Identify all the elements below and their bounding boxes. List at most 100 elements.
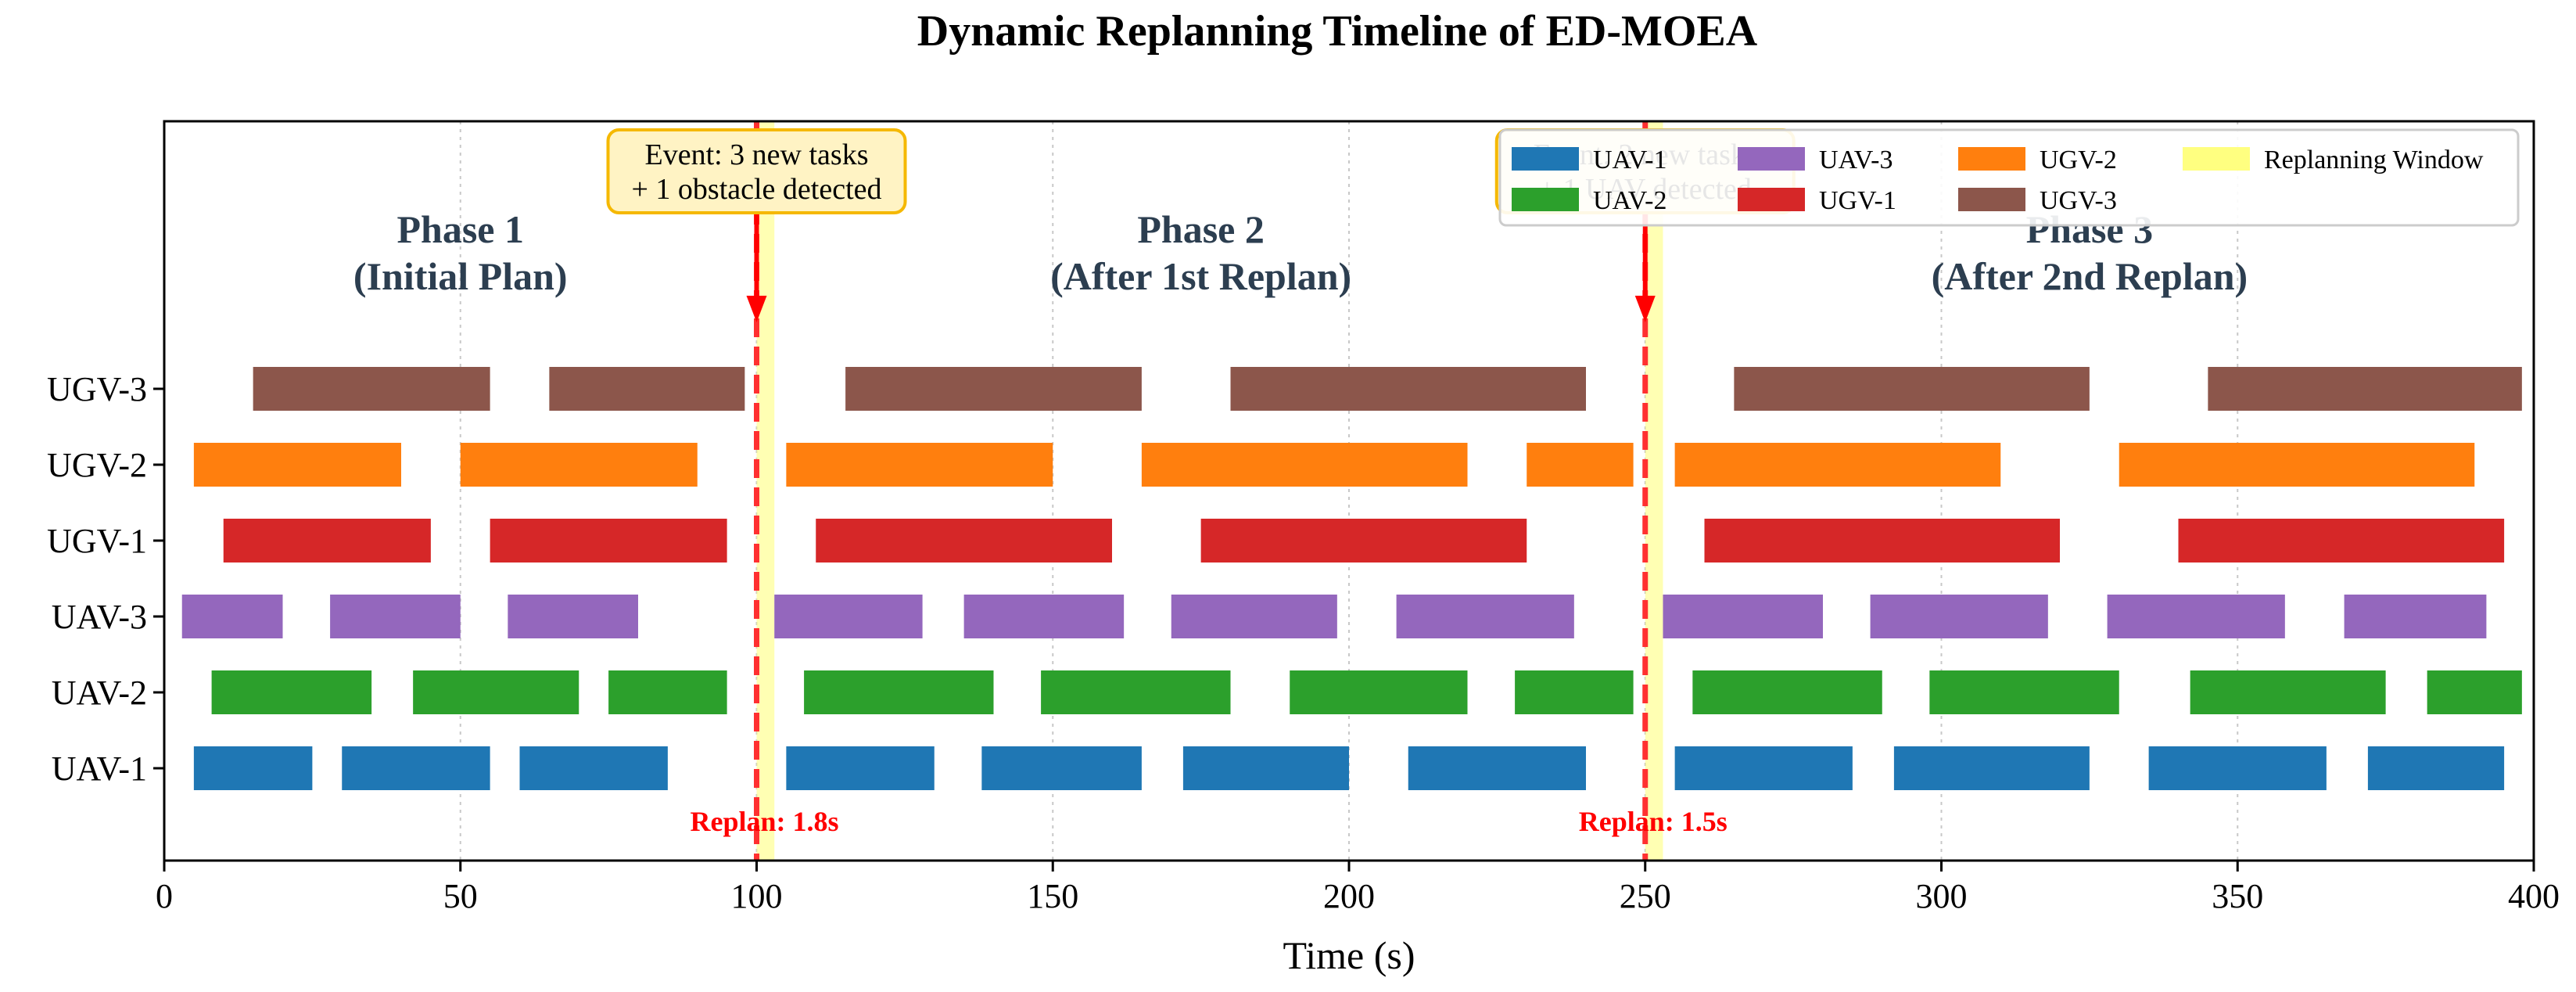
phase-label: Phase 2(After 1st Replan) [1050, 207, 1351, 298]
task-bar [1674, 746, 1853, 790]
event-arrow-head [746, 296, 767, 322]
task-bar [211, 670, 372, 714]
axes: 0 50 100 150 200 250 300 350 400 UAV-1 UAV-2 UAV-3 U… [47, 370, 2560, 915]
task-bar [774, 595, 923, 638]
task-bar [1674, 443, 2001, 487]
task-bar [460, 443, 698, 487]
legend-label: UAV-2 [1593, 186, 1667, 215]
task-bar [1182, 746, 1349, 790]
x-tick-label: 100 [731, 877, 783, 915]
x-tick-label: 0 [156, 877, 173, 915]
legend-label: UAV-3 [1819, 146, 1893, 174]
legend-label: UAV-1 [1593, 146, 1667, 174]
task-bar [2344, 595, 2487, 638]
task-bar [193, 443, 401, 487]
x-axis-label: Time (s) [1283, 933, 1415, 977]
task-bar [1396, 595, 1574, 638]
replan-duration-label: Replan: 1.5s [1579, 806, 1727, 837]
task-bar [845, 367, 1142, 411]
event-box [606, 128, 907, 214]
task-bar [1870, 595, 2048, 638]
task-bar [2107, 595, 2285, 638]
task-bar [181, 595, 283, 638]
event-text-line: + 1 obstacle detected [631, 173, 881, 206]
task-bar [1141, 443, 1468, 487]
legend-swatch [1512, 147, 1579, 171]
x-tick-label: 250 [1620, 877, 1671, 915]
chart-title: Dynamic Replanning Timeline of ED-MOEA [917, 7, 1758, 56]
task-bar [2427, 670, 2522, 714]
event-text-line: Event: 3 new tasks [644, 138, 868, 171]
phase-label: Phase 3(After 2nd Replan) [1932, 207, 2248, 298]
legend-label: UGV-1 [1819, 186, 1896, 215]
replan-duration-label: Replan: 1.8s [690, 806, 838, 837]
task-bar [1171, 595, 1337, 638]
y-tick-label: UGV-1 [47, 522, 147, 560]
legend-swatch [1738, 188, 1805, 211]
x-tick-label: 200 [1323, 877, 1375, 915]
task-bar [1734, 367, 2090, 411]
y-tick-label: UAV-1 [52, 749, 147, 788]
event-text: Event: 3 new tasks+ 1 obstacle detected [631, 138, 881, 206]
x-tick-label: 50 [443, 877, 478, 915]
task-bar [1290, 670, 1468, 714]
phase-label: Phase 1(Initial Plan) [353, 207, 568, 298]
task-bar [1230, 367, 1586, 411]
y-tick-label: UAV-2 [52, 674, 147, 712]
y-tick-label: UGV-2 [47, 446, 147, 484]
task-bar [549, 367, 745, 411]
x-tick-label: 300 [1916, 877, 1968, 915]
task-bar [1692, 670, 1882, 714]
task-bar [804, 670, 994, 714]
phase-label-line: (After 2nd Replan) [1932, 254, 2248, 298]
task-bar [1929, 670, 2119, 714]
legend-label: UGV-2 [2040, 146, 2117, 174]
task-bar [1704, 519, 2060, 562]
task-bar [223, 519, 431, 562]
task-bar [253, 367, 490, 411]
legend-swatch [1958, 147, 2025, 171]
task-bar [963, 595, 1125, 638]
task-bar [519, 746, 668, 790]
task-bar [2119, 443, 2475, 487]
task-bar [608, 670, 727, 714]
phase-label-line: Phase 2 [1137, 207, 1265, 251]
task-bar [816, 519, 1112, 562]
legend-label: Replanning Window [2264, 146, 2484, 174]
phase-label-line: (After 1st Replan) [1050, 254, 1351, 298]
task-bar [1200, 519, 1527, 562]
task-bar [1515, 670, 1634, 714]
phase-label-line: Phase 1 [397, 207, 525, 251]
task-bar [1408, 746, 1586, 790]
x-tick-label: 350 [2212, 877, 2263, 915]
task-bar [342, 746, 490, 790]
x-tick-label: 400 [2508, 877, 2560, 915]
task-bar [2190, 670, 2386, 714]
task-bars [181, 367, 2522, 790]
task-bar [2367, 746, 2505, 790]
legend-label: UGV-3 [2040, 186, 2117, 215]
legend-swatch [1958, 188, 2025, 211]
legend-swatch [2183, 147, 2250, 171]
task-bar [2208, 367, 2522, 411]
event-arrow-head [1634, 296, 1656, 322]
task-bar [1041, 670, 1231, 714]
task-bar [1527, 443, 1634, 487]
phase-labels: Phase 1(Initial Plan) Phase 2(After 1st R… [353, 207, 2248, 298]
x-tick-label: 150 [1027, 877, 1078, 915]
task-bar [330, 595, 461, 638]
phase-label-line: (Initial Plan) [353, 254, 568, 298]
task-bar [2178, 519, 2505, 562]
task-bar [786, 746, 935, 790]
task-bar [413, 670, 579, 714]
task-bar [1663, 595, 1823, 638]
legend-swatch [1512, 188, 1579, 211]
task-bar [981, 746, 1142, 790]
legend-swatch [1738, 147, 1805, 171]
y-tick-label: UAV-3 [52, 598, 147, 636]
task-bar [508, 595, 638, 638]
task-bar [193, 746, 313, 790]
y-tick-label: UGV-3 [47, 370, 147, 408]
